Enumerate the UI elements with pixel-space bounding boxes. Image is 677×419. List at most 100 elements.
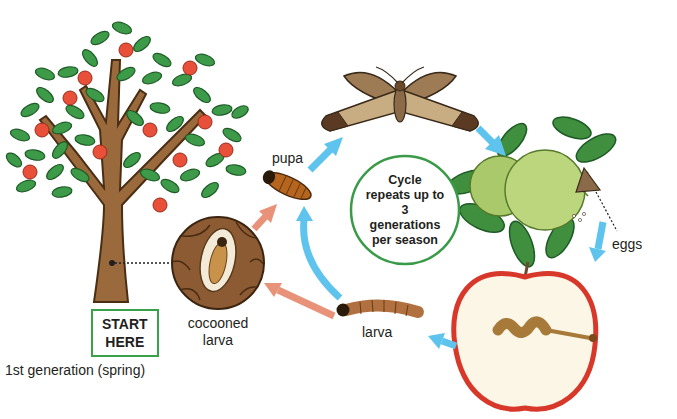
salmon-arrowhead <box>259 204 277 223</box>
apple-on-tree <box>198 115 212 129</box>
apple-on-tree <box>23 165 37 179</box>
leaf <box>149 101 170 114</box>
leaf <box>164 114 186 135</box>
leaf <box>115 65 137 84</box>
overwinter-arrows <box>254 204 334 316</box>
cycle-note: Cycle repeats up to 3 generations per se… <box>365 173 445 248</box>
leaf <box>230 103 251 121</box>
blue-arrow-shaft <box>598 222 603 249</box>
blue-arrowhead <box>324 137 343 156</box>
moth-wingtip <box>452 112 478 131</box>
cocoon-inset <box>172 217 265 309</box>
apple-on-tree <box>143 123 157 137</box>
leaf <box>124 108 146 129</box>
leaf <box>194 52 216 68</box>
blue-arrow-shaft <box>478 128 494 144</box>
entry-hole <box>589 334 597 342</box>
moth-antennae <box>376 67 424 83</box>
moth-forewing <box>402 90 478 131</box>
stage-label: cocooned larva <box>188 315 249 349</box>
egg-dot <box>578 218 581 221</box>
stage-label: pupa <box>272 150 303 166</box>
stage-label: larva <box>362 324 392 340</box>
leaf <box>225 163 246 176</box>
leaf <box>121 150 143 171</box>
apple-on-tree <box>183 61 197 75</box>
apple-on-tree <box>219 143 233 157</box>
moth-wingtip <box>322 112 348 131</box>
leaf <box>191 85 213 106</box>
larval-tunnel <box>546 330 590 338</box>
moth-drawing <box>322 67 478 131</box>
leader-line <box>115 262 171 263</box>
leaf <box>9 127 31 143</box>
pupa-body <box>262 167 315 204</box>
apple-on-tree <box>63 91 77 105</box>
leaf <box>24 148 45 161</box>
leaf <box>111 20 133 36</box>
fruitlet <box>505 150 585 230</box>
apple-on-tree <box>78 71 92 85</box>
apple-on-tree <box>93 145 107 159</box>
cycle-arrows <box>296 128 606 349</box>
damaged-apple <box>454 262 597 409</box>
larval-tunnel <box>498 322 546 333</box>
moth-head <box>395 81 405 91</box>
leaf <box>50 139 71 161</box>
egg-dot <box>582 212 585 215</box>
larva-segments <box>360 300 408 316</box>
leaf <box>51 185 72 198</box>
start-box: START HERE <box>91 309 159 357</box>
fruit-leaf <box>550 113 594 144</box>
egg-dot <box>572 214 575 217</box>
salmon-arrowhead <box>264 283 282 297</box>
blue-arrow-shaft <box>304 220 340 298</box>
start-text: START HERE <box>102 315 148 351</box>
leaf <box>74 133 95 146</box>
apple-on-tree <box>119 43 133 57</box>
leaf <box>141 70 163 86</box>
leaf <box>151 51 173 70</box>
leaf <box>44 162 66 183</box>
moth-forewing <box>322 90 398 131</box>
leaf <box>159 177 181 196</box>
apple-tree <box>4 20 250 302</box>
apple-on-tree <box>153 198 167 212</box>
apple-on-tree <box>35 123 49 137</box>
cocoon <box>195 225 242 295</box>
salmon-arrow-shaft <box>278 290 334 316</box>
leaf <box>139 167 161 183</box>
leaf <box>34 85 56 106</box>
leaf <box>15 178 37 194</box>
leaf <box>80 47 101 69</box>
apple-on-tree <box>173 153 187 167</box>
leader-dot <box>109 260 115 266</box>
salmon-arrow-shaft <box>254 216 266 229</box>
leaf <box>51 120 73 136</box>
leaf <box>221 126 243 145</box>
leaf <box>34 66 56 82</box>
blue-arrow-shaft <box>442 341 456 346</box>
leaf <box>64 103 86 122</box>
blue-arrowhead <box>296 206 313 221</box>
leaf <box>69 166 91 185</box>
leaf <box>131 34 153 55</box>
leaf <box>211 103 232 116</box>
blue-arrow-shaft <box>310 149 331 170</box>
stage-label: eggs <box>612 236 642 252</box>
larva-drawing <box>337 300 419 317</box>
leaf <box>184 132 206 148</box>
leaf <box>179 167 201 183</box>
apple-half <box>454 274 596 409</box>
cocooned-larva-head <box>217 237 227 247</box>
generation-note: 1st generation (spring) <box>5 362 145 378</box>
leaf <box>89 29 111 48</box>
pupa-drawing <box>260 166 315 204</box>
fruitlet-cluster <box>444 113 620 270</box>
pupa-head <box>261 168 278 186</box>
blue-arrowhead <box>485 135 506 156</box>
leaf <box>84 86 106 105</box>
cocooned-larva-body <box>206 241 230 285</box>
bark-circle <box>172 217 264 309</box>
